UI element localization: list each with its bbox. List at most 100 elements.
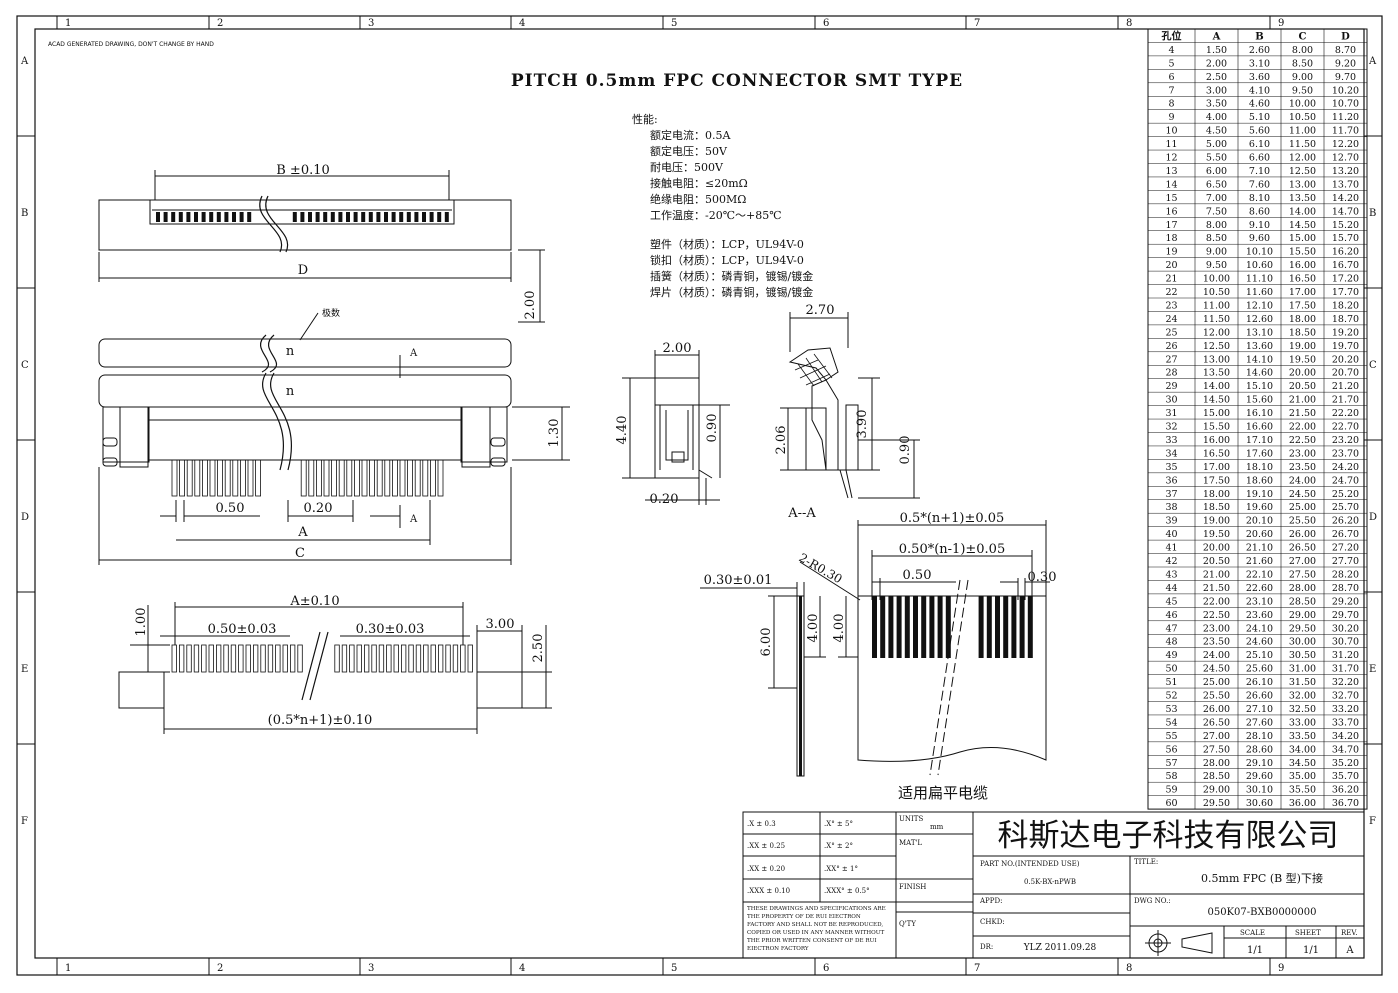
table-cell: 12.60 [1246, 314, 1273, 325]
table-cell: 52 [1165, 691, 1177, 702]
table-cell: 2.50 [1206, 72, 1227, 83]
part-no-label: PART NO.(INTENDED USE) [980, 860, 1080, 868]
table-cell: 28.20 [1332, 569, 1359, 580]
table-cell: 34 [1165, 448, 1177, 459]
table-cell: 24.00 [1289, 475, 1316, 486]
zone-row-label: E [1369, 664, 1376, 675]
table-cell: 47 [1165, 623, 1177, 634]
pole-count-label: 极数 [322, 307, 340, 319]
drawn-label: DR: [980, 943, 993, 951]
table-cell: 10.60 [1246, 260, 1273, 271]
table-cell: 21.20 [1332, 381, 1359, 392]
outer-frame [16, 15, 1383, 976]
table-cell: 12.50 [1203, 341, 1230, 352]
table-cell: 31.50 [1289, 677, 1316, 688]
notice-line: THESE DRAWINGS AND SPECIFICATIONS ARE [747, 906, 886, 912]
zone-col-label: 3 [368, 18, 374, 29]
table-cell: 19.00 [1289, 341, 1316, 352]
table-cell: 11.10 [1246, 274, 1273, 285]
table-cell: 16.70 [1332, 260, 1359, 271]
front-view-housing [98, 374, 512, 408]
spec-line: 耐电压：500V [650, 161, 724, 174]
spec-line: 接触电阻：≤20mΩ [650, 176, 748, 190]
table-cell: 20.00 [1289, 368, 1316, 379]
table-cell: 54 [1165, 717, 1177, 728]
table-cell: 58 [1165, 771, 1177, 782]
table-cell: 13.70 [1332, 179, 1359, 190]
table-cell: 12 [1165, 153, 1177, 164]
table-cell: 18.50 [1203, 502, 1230, 513]
table-cell: 42 [1165, 556, 1177, 567]
dim-050-label: 0.50 [216, 501, 245, 516]
spec-line: 额定电压：50V [650, 144, 728, 158]
dim-200-label: 2.00 [663, 341, 692, 356]
table-cell: 29.10 [1246, 758, 1273, 769]
notice-line: THE PROPERTY OF DE RUI EIECTRON [747, 914, 861, 920]
title-value: 0.5mm FPC (B 型)下接 [1201, 871, 1323, 885]
table-cell: 11.00 [1289, 126, 1316, 137]
table-cell: 30.10 [1246, 785, 1273, 796]
table-cell: 26.50 [1203, 717, 1230, 728]
table-cell: 27 [1165, 354, 1177, 365]
ang-tol-row: .XX° ± 1° [824, 865, 858, 873]
title-label: TITLE: [1134, 858, 1158, 866]
table-cell: 18.10 [1246, 462, 1273, 473]
table-cell: 60 [1165, 798, 1177, 809]
table-cell: 9.70 [1335, 72, 1356, 83]
table-cell: 33.00 [1289, 717, 1316, 728]
table-cell: 20.50 [1203, 556, 1230, 567]
mounting-pad-left [118, 671, 165, 709]
table-cell: 20.50 [1289, 381, 1316, 392]
table-cell: 13.50 [1289, 193, 1316, 204]
table-cell: 8.60 [1249, 206, 1270, 217]
checked-label: CHKD: [980, 918, 1005, 926]
table-cell: 23.50 [1289, 462, 1316, 473]
table-cell: 25.70 [1332, 502, 1359, 513]
table-cell: 5.60 [1249, 126, 1270, 137]
material-label: MAT'L [899, 839, 922, 847]
units-label: UNITS [899, 815, 923, 823]
fpc-dim-width2: 0.50*(n-1)±0.05 [899, 542, 1005, 557]
table-cell: 13.00 [1203, 354, 1230, 365]
table-cell: 19 [1165, 247, 1177, 258]
table-header-cell: 孔位 [1162, 29, 1182, 42]
table-cell: 11 [1165, 139, 1177, 150]
material-line: 焊片（材质）：磷青铜，镀锡/镀金 [650, 285, 813, 299]
table-cell: 20.10 [1246, 516, 1273, 527]
table-cell: 31.00 [1289, 664, 1316, 675]
table-cell: 22 [1165, 287, 1177, 298]
table-cell: 9.50 [1206, 260, 1227, 271]
pad-dim-pitch: 0.50±0.03 [208, 622, 277, 637]
table-cell: 23.20 [1332, 435, 1359, 446]
table-cell: 28 [1165, 368, 1177, 379]
table-cell: 23 [1165, 300, 1177, 311]
finish-label: FINISH [899, 883, 926, 891]
table-cell: 17.50 [1203, 475, 1230, 486]
table-cell: 27.00 [1289, 556, 1316, 567]
table-cell: 10.50 [1289, 112, 1316, 123]
pad-dim-250: 2.50 [531, 634, 546, 663]
table-cell: 24.50 [1203, 664, 1230, 675]
table-cell: 2.60 [1249, 45, 1270, 56]
zone-col-label: 8 [1126, 18, 1132, 29]
zone-row-label: B [1369, 208, 1376, 219]
table-cell: 26.70 [1332, 529, 1359, 540]
table-cell: 4.10 [1249, 85, 1270, 96]
table-cell: 55 [1165, 731, 1177, 742]
table-cell: 16.50 [1289, 274, 1316, 285]
zone-col-label: 9 [1278, 963, 1284, 974]
table-cell: 22.70 [1332, 422, 1359, 433]
zone-row-label: C [1369, 360, 1377, 371]
sheet-label: SHEET [1295, 929, 1321, 937]
table-cell: 28.50 [1203, 771, 1230, 782]
zone-row-label: F [1369, 816, 1376, 827]
drawing-title: PITCH 0.5mm FPC CONNECTOR SMT TYPE [511, 71, 963, 91]
table-cell: 12.00 [1203, 327, 1230, 338]
table-cell: 12.50 [1289, 166, 1316, 177]
table-cell: 15.10 [1246, 381, 1273, 392]
table-cell: 26.10 [1246, 677, 1273, 688]
table-cell: 19.10 [1246, 489, 1273, 500]
table-cell: 15.70 [1332, 233, 1359, 244]
table-cell: 20.70 [1332, 368, 1359, 379]
table-cell: 10.00 [1203, 274, 1230, 285]
